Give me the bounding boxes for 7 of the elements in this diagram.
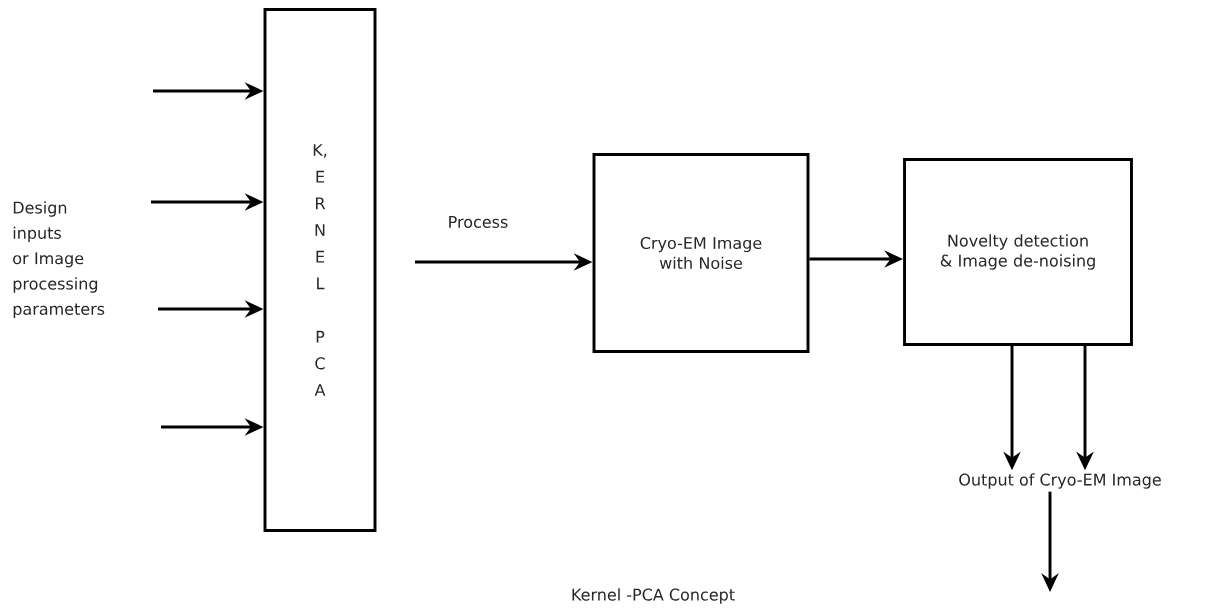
- input-description: Design inputs or Image processing parameters: [13, 201, 105, 319]
- process-box: Novelty detection & Image de-noising: [903, 158, 1133, 346]
- process-box: Cryo-EM Image with Noise: [592, 153, 810, 353]
- kernel-box: K, E R N E L P C A: [263, 8, 377, 532]
- edge-label: Process: [446, 214, 510, 230]
- caption: Kernel -PCA Concept: [572, 588, 735, 604]
- output-text: Output of Cryo-EM Image: [959, 473, 1161, 489]
